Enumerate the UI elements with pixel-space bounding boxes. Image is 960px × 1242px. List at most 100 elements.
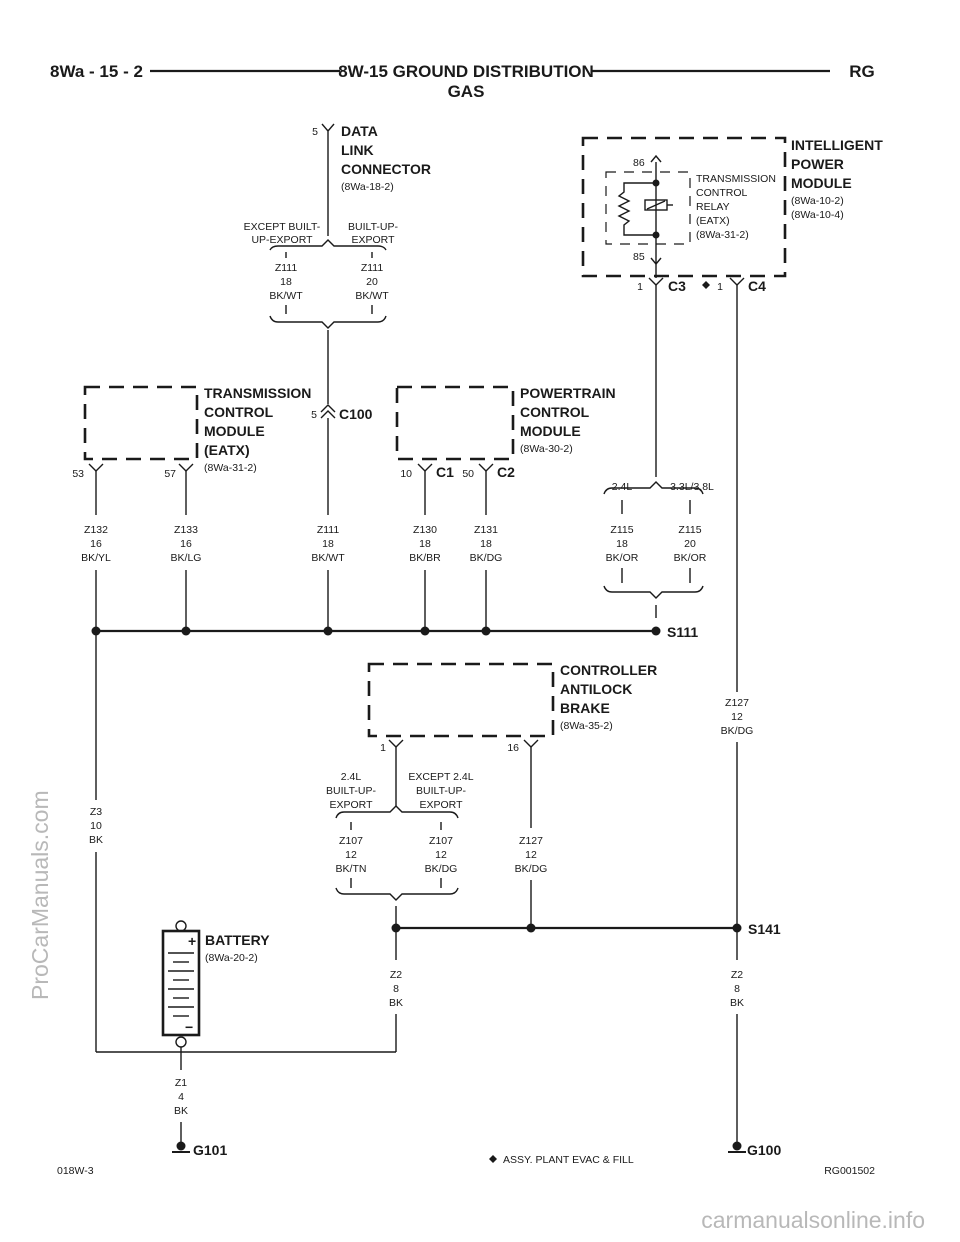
transmission-control-module: TRANSMISSION CONTROL MODULE (EATX) (8Wa-…	[72, 385, 311, 631]
relay-outline	[605, 171, 691, 245]
c100-terminal	[320, 404, 336, 419]
wire-z115b-gauge: 20	[684, 538, 696, 550]
dlc-label-3: CONNECTOR	[341, 161, 431, 177]
cab-option-left-1: 2.4L	[341, 771, 362, 783]
wire-z2b-color: BK	[730, 997, 744, 1009]
tcm-label-2: CONTROL	[204, 404, 274, 420]
battery-body	[161, 929, 201, 1037]
relay-pin-86: 86	[633, 157, 645, 169]
wire-z131-color: BK/DG	[470, 552, 503, 564]
wire-z115b-color: BK/OR	[674, 552, 707, 564]
assy-plant-marker-icon	[489, 1155, 497, 1163]
dlc-option-right-2: EXPORT	[352, 234, 396, 246]
pcm-label-1: POWERTRAIN	[520, 385, 616, 401]
ipm-c3-label: C3	[668, 278, 686, 294]
assy-plant-marker-icon	[702, 281, 710, 289]
wire-z111c-circuit: Z111	[317, 524, 340, 536]
relay-label-4: (EATX)	[696, 215, 730, 227]
ipm-option-bracket-bottom	[603, 585, 704, 599]
battery-ref: (8Wa-20-2)	[205, 952, 258, 964]
wire-z107a-gauge: 12	[345, 849, 357, 861]
ipm-c4-label: C4	[748, 278, 766, 294]
ipm-ref-2: (8Wa-10-4)	[791, 209, 844, 221]
tcm-pin-53: 53	[72, 468, 84, 480]
tcm-label-4: (EATX)	[204, 442, 250, 458]
cab-pin-1: 1	[380, 742, 386, 754]
wire-z107a-circuit: Z107	[339, 835, 363, 847]
s111-node-z115	[651, 626, 661, 636]
wire-z111b-gauge: 20	[366, 276, 378, 288]
cab-option-right-2: BUILT-UP-	[416, 785, 466, 797]
connector-c100: 5 C100 Z111 18 BK/WT	[311, 404, 373, 631]
cab-option-bracket-top	[335, 805, 459, 819]
ipm-ref-1: (8Wa-10-2)	[791, 195, 844, 207]
wire-z130-color: BK/BR	[409, 552, 441, 564]
footer-right-code: RG001502	[824, 1165, 875, 1177]
relay-label-1: TRANSMISSION	[696, 173, 776, 185]
pcm-outline	[395, 385, 515, 461]
ipm-label-1: INTELLIGENT	[791, 137, 883, 153]
wire-z115a-circuit: Z115	[610, 524, 633, 536]
wire-z111a-color: BK/WT	[269, 290, 303, 302]
s111-label: S111	[667, 624, 698, 640]
wire-z111b-circuit: Z111	[361, 262, 384, 274]
wire-z127a-group: Z127 12 BK/DG	[721, 697, 753, 928]
wire-z131-circuit: Z131	[474, 524, 498, 536]
cab-ref: (8Wa-35-2)	[560, 720, 613, 732]
dlc-label-1: DATA	[341, 123, 378, 139]
cab-label-2: ANTILOCK	[560, 681, 632, 697]
pcm-c1-label: C1	[436, 464, 454, 480]
relay-label-3: RELAY	[696, 201, 730, 213]
wire-z3-circuit: Z3	[90, 806, 102, 818]
tcm-label-1: TRANSMISSION	[204, 385, 311, 401]
s111-node-z131	[481, 626, 491, 636]
battery-label: BATTERY	[205, 932, 270, 948]
footer-note: ASSY. PLANT EVAC & FILL	[503, 1154, 634, 1166]
wire-z115a-color: BK/OR	[606, 552, 639, 564]
ground-g100: G100	[728, 1141, 781, 1158]
wire-z2a-color: BK	[389, 997, 403, 1009]
tcm-terminal-57	[178, 463, 194, 472]
relay-terminal-85	[650, 252, 662, 266]
pcm-c2-label: C2	[497, 464, 515, 480]
wire-z127b-color: BK/DG	[515, 863, 548, 875]
tcm-ref: (8Wa-31-2)	[204, 462, 257, 474]
cab-label-1: CONTROLLER	[560, 662, 657, 678]
pcm-c2-pin: 50	[462, 468, 474, 480]
ground-g101: G101	[172, 1141, 227, 1158]
wire-z127a-gauge: 12	[731, 711, 743, 723]
cab-terminal-16	[523, 739, 539, 748]
cab-option-left-2: BUILT-UP-	[326, 785, 376, 797]
relay-coil-slash	[646, 200, 666, 210]
page-ref: 8Wa - 15 - 2	[50, 62, 143, 81]
wire-z107b-gauge: 12	[435, 849, 447, 861]
ipm-outline	[581, 136, 787, 278]
ipm-option-left: 2.4L	[612, 481, 633, 493]
relay-resistor	[617, 182, 656, 236]
wire-z127a-circuit: Z127	[725, 697, 749, 709]
dlc-option-bracket-bottom	[269, 315, 387, 329]
pcm-c1-pin: 10	[400, 468, 412, 480]
relay-pin-85: 85	[633, 251, 645, 263]
wire-z111c-gauge: 18	[322, 538, 334, 550]
relay-label-2: CONTROL	[696, 187, 747, 199]
tcm-outline	[83, 385, 199, 461]
footer-left-code: 018W-3	[57, 1165, 94, 1177]
tcm-label-3: MODULE	[204, 423, 265, 439]
s111-node-z130	[420, 626, 430, 636]
cab-outline	[367, 662, 555, 738]
ipm-option-bracket-top	[603, 481, 704, 495]
wire-z2b-circuit: Z2	[731, 969, 743, 981]
wire-z2a-gauge: 8	[393, 983, 399, 995]
battery: + − BATTERY (8Wa-20-2) Z1 4 BK	[161, 920, 270, 1143]
battery-plus-sign: +	[188, 933, 196, 949]
g100-node	[732, 1141, 742, 1151]
c100-pin: 5	[311, 409, 317, 421]
page-subtitle: GAS	[448, 82, 485, 101]
wire-z132-gauge: 16	[90, 538, 102, 550]
watermark-bottom: carmanualsonline.info	[701, 1207, 925, 1233]
battery-minus-sign: −	[185, 1019, 193, 1035]
wire-z127b-circuit: Z127	[519, 835, 543, 847]
page-footer: 018W-3 ASSY. PLANT EVAC & FILL RG001502	[57, 1154, 875, 1177]
wire-z115b-circuit: Z115	[678, 524, 701, 536]
